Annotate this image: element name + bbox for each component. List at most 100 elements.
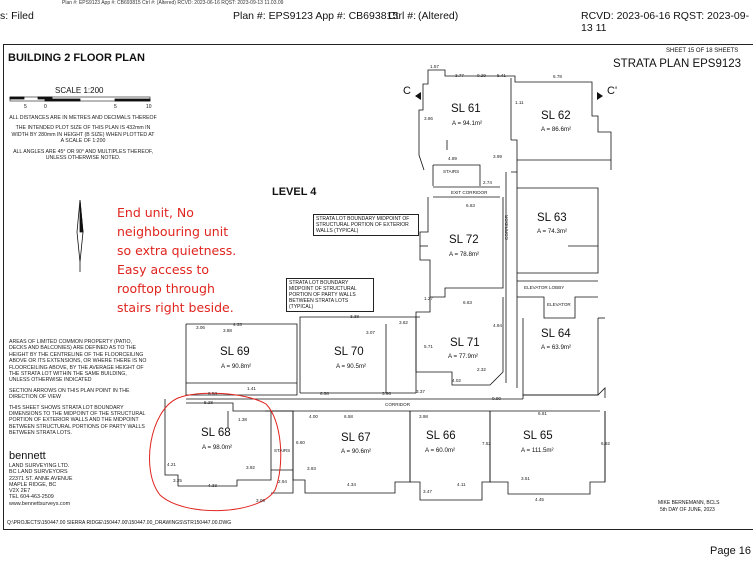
altered-flag: (Altered) (418, 10, 459, 22)
strata-lot-70-area: A = 90.5m² (336, 363, 367, 370)
dimension-label: 3.93 (307, 466, 316, 471)
address-line: MAPLE RIDGE, BC (9, 481, 57, 488)
note-line: THIS SHEET SHOWS STRATA LOT BOUNDARY (9, 404, 124, 411)
address-line: BC LAND SURVEYORS (9, 469, 68, 476)
section-c-prime-label: C' (607, 85, 618, 97)
note-line: A SCALE OF 1:200 (60, 138, 106, 145)
note-line: HEIGHT BY THE CENTRELINE OF THE FLOORCEI… (9, 351, 144, 358)
note-line: PORTION OF EXTERIOR WALLS AND THE MIDPOI… (9, 417, 139, 424)
party-wall-callout: STRATA LOT BOUNDARY MIDPOINT OF STRUCTUR… (286, 278, 374, 312)
dimension-label: 4.33 (233, 322, 242, 327)
strata-lot-71: SL 71 (450, 337, 480, 349)
scale-label: SCALE 1:200 (55, 86, 104, 95)
note-line: BETWEEN STRATA LOTS. (9, 430, 72, 437)
dimension-label: 6.58 (320, 391, 329, 396)
level-label: LEVEL 4 (272, 186, 317, 198)
surveyor-date: 5th DAY OF JUNE, 2023 (660, 507, 715, 513)
address-line: 22371 ST. ANNE AVENUE (9, 475, 73, 482)
note-line: ALL ANGLES ARE 45° OR 90° AND MULTIPLES … (13, 148, 153, 155)
note-line: ALL DISTANCES ARE IN METRES AND DECIMALS… (9, 115, 157, 121)
strata-lot-69-area: A = 90.8m² (221, 363, 252, 370)
strata-plan-title: STRATA PLAN EPS9123 (613, 58, 742, 70)
annotation-line: Easy access to (117, 262, 210, 277)
dimension-label: 6.78 (553, 74, 562, 79)
dimension-label: 6.61 (538, 411, 547, 416)
plan-notes-top: ALL DISTANCES ARE IN METRES AND DECIMALS… (8, 115, 158, 161)
scale-tick-10: 10 (146, 104, 152, 110)
received-request-dates: RCVD: 2023-06-16 RQST: 2023-09-13 11 (581, 10, 750, 34)
dimension-label: 4.94 (493, 323, 502, 328)
address-line: TEL 604-463-2509 (9, 494, 54, 501)
section-c-label: C (403, 85, 411, 97)
strata-lot-66-area: A = 60.0m² (425, 447, 456, 454)
note-line: UNLESS OTHERWISE NOTED. (45, 155, 121, 162)
dimension-label: 4.34 (347, 482, 356, 487)
strata-lot-68-area: A = 98.0m² (202, 444, 233, 451)
strata-lot-63-area: A = 74.3m² (537, 228, 568, 235)
dimension-label: 3.06 (256, 498, 265, 503)
annotation-line: stairs right beside. (117, 300, 234, 315)
strata-lot-64: SL 64 (541, 328, 571, 340)
surveyor-logo: bennett (9, 450, 46, 462)
dimension-label: 4.00 (309, 414, 318, 419)
note-line: AREAS OF LIMITED COMMON PROPERTY (PATIO, (9, 339, 132, 345)
dimension-label: 3.38 (350, 314, 359, 319)
dimension-label: 2.32 (477, 367, 486, 372)
dimension-label: 4.45 (535, 497, 544, 502)
dimension-label: 1.38 (238, 417, 247, 422)
elevator-label: ELEVATOR (547, 302, 571, 307)
elevator-lobby-label: ELEVATOR LOBBY (524, 285, 565, 290)
sheet-number: SHEET 15 OF 18 SHEETS (666, 48, 739, 54)
dimension-label: 3.99 (493, 154, 502, 159)
corridor-horizontal-label: CORRIDOR (385, 402, 411, 407)
note-line: FLOORCEILING ABOVE, BY THE AVERAGE HEIGH… (9, 364, 144, 371)
annotation-line: rooftop through (117, 281, 215, 296)
note-line: BETWEEN STRUCTURAL PORTIONS OF PARTY WAL… (9, 423, 145, 430)
plan-app-numbers: Plan #: EPS9123 App #: CB693815 (233, 10, 399, 22)
dimension-label: 2.94 (278, 479, 287, 484)
page-number: Page 16 (710, 545, 751, 557)
document-header: Plan #: EPS9123 App #: CB693815 Ctrl #: … (0, 0, 753, 34)
listing-annotation: End unit, No neighbouring unit so extra … (117, 203, 236, 317)
note-line: WIDTH BY 280mm IN HEIGHT (B SIZE) WHEN P… (11, 131, 155, 138)
dimension-label: 4.02 (452, 378, 461, 383)
dimension-label: 3.86 (424, 116, 433, 121)
scale-tick-5: 5 (24, 104, 27, 110)
scale-tick-5b: 5 (114, 104, 117, 110)
strata-lot-70: SL 70 (334, 346, 364, 358)
dimension-label: 6.53 (208, 391, 217, 396)
dimension-label: 2.74 (483, 180, 492, 185)
strata-lot-68: SL 68 (201, 427, 231, 439)
dimension-label: 3.47 (423, 489, 432, 494)
dimension-label: 3.92 (246, 465, 255, 470)
dimension-label: 1.41 (247, 386, 256, 391)
stairs-label-bottom: STAIRS (274, 448, 291, 453)
scale-tick-0: 0 (44, 104, 47, 110)
note-line: DECKS AND BALCONIES) ARE DEFINED AS TO T… (9, 345, 137, 352)
strata-lot-61: SL 61 (451, 103, 481, 115)
strata-lot-64-area: A = 63.9m² (541, 344, 572, 351)
note-line: DIRECTION OF VIEW (9, 394, 61, 401)
dimension-label: 3.77 (455, 73, 464, 78)
exterior-wall-callout: STRATA LOT BOUNDARY MIDPOINT OF STRUCTUR… (313, 214, 419, 236)
address-line: V2X 2E7 (9, 488, 31, 495)
dimension-label: 4.11 (457, 482, 466, 487)
corridor-vertical-label: CORRIDOR (504, 214, 509, 240)
dimension-label: 4.89 (448, 156, 457, 161)
strata-lot-72: SL 72 (449, 234, 479, 246)
strata-lot-65: SL 65 (523, 430, 553, 442)
dimension-label: 3.88 (223, 328, 232, 333)
dimension-label: 4.21 (167, 462, 176, 467)
strata-lot-61-area: A = 94.1m² (452, 120, 483, 127)
dimension-label: 6.63 (463, 300, 472, 305)
plan-sheet (3, 44, 753, 530)
note-line: ABOVE OR ITS EXTENSIONS, OR WHERE THERE … (9, 358, 147, 365)
stairs-label-top: STAIRS (443, 169, 460, 174)
note-line: DIMENSIONS TO THE MIDPOINT OF THE STRUCT… (9, 411, 146, 418)
surveyor-signature: MIKE BERNEMANN, BCLS (658, 500, 720, 506)
address-line: LAND SURVEYING LTD. (9, 463, 70, 469)
dimension-label: 4.33 (208, 483, 217, 488)
dimension-label: 1.11 (515, 100, 524, 105)
exit-corridor-label: EXIT CORRIDOR (451, 190, 488, 195)
